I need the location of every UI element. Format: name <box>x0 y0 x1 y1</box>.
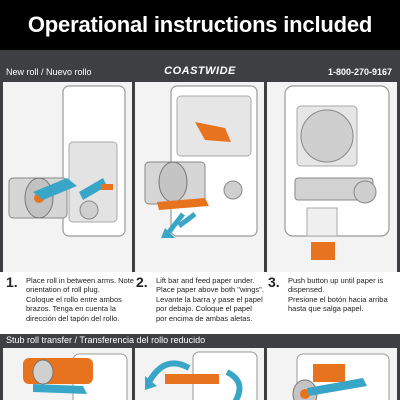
phone-number: 1-800-270-9167 <box>327 67 392 77</box>
step-captions: 1. Place roll in between arms. Note orie… <box>0 272 400 334</box>
promo-banner: Operational instructions included <box>0 0 400 50</box>
step-2-text-en: Lift bar and feed paper under. Place pap… <box>156 276 264 295</box>
step-1-drawing <box>8 85 126 237</box>
step-1-text-es: Coloque el rollo entre ambos brazos. Ten… <box>26 294 122 323</box>
step-3-illustration <box>267 82 397 272</box>
stub-step-1-drawing <box>23 353 128 400</box>
brand-logo: COASTWIDE <box>164 65 236 77</box>
step-2-illustration <box>135 82 264 272</box>
step-2-text-es: Levante la barra y pase el papel por deb… <box>156 294 263 323</box>
stub-roll-title: Stub roll transfer / Transferencia del r… <box>6 335 206 345</box>
step-2-number: 2. <box>136 274 148 290</box>
stub-roll-header: Stub roll transfer / Transferencia del r… <box>0 334 400 348</box>
stub-step-2-drawing <box>145 351 258 400</box>
section-label-new-roll: New roll / Nuevo rollo <box>6 67 92 77</box>
stub-step-3-drawing <box>292 353 390 400</box>
step-1-text-en: Place roll in between arms. Note orienta… <box>26 276 134 295</box>
banner-title: Operational instructions included <box>27 12 373 37</box>
step-2-drawing <box>144 85 258 238</box>
instruction-sheet: New roll / Nuevo rollo COASTWIDE 1-800-2… <box>0 50 400 400</box>
stub-step-3-illustration <box>267 348 397 400</box>
step-3-drawing <box>284 85 390 260</box>
stub-step-2-illustration <box>135 348 264 400</box>
stub-step-1-illustration <box>3 348 132 400</box>
step-1-number: 1. <box>6 274 18 290</box>
step-3-text-es: Presione el botón hacia arriba hasta que… <box>288 294 388 314</box>
step-1-illustration <box>3 82 132 272</box>
step-3-text-en: Push button up until paper is dispensed. <box>288 276 384 295</box>
sheet-header: New roll / Nuevo rollo COASTWIDE 1-800-2… <box>0 62 400 82</box>
step-3-number: 3. <box>268 274 280 290</box>
